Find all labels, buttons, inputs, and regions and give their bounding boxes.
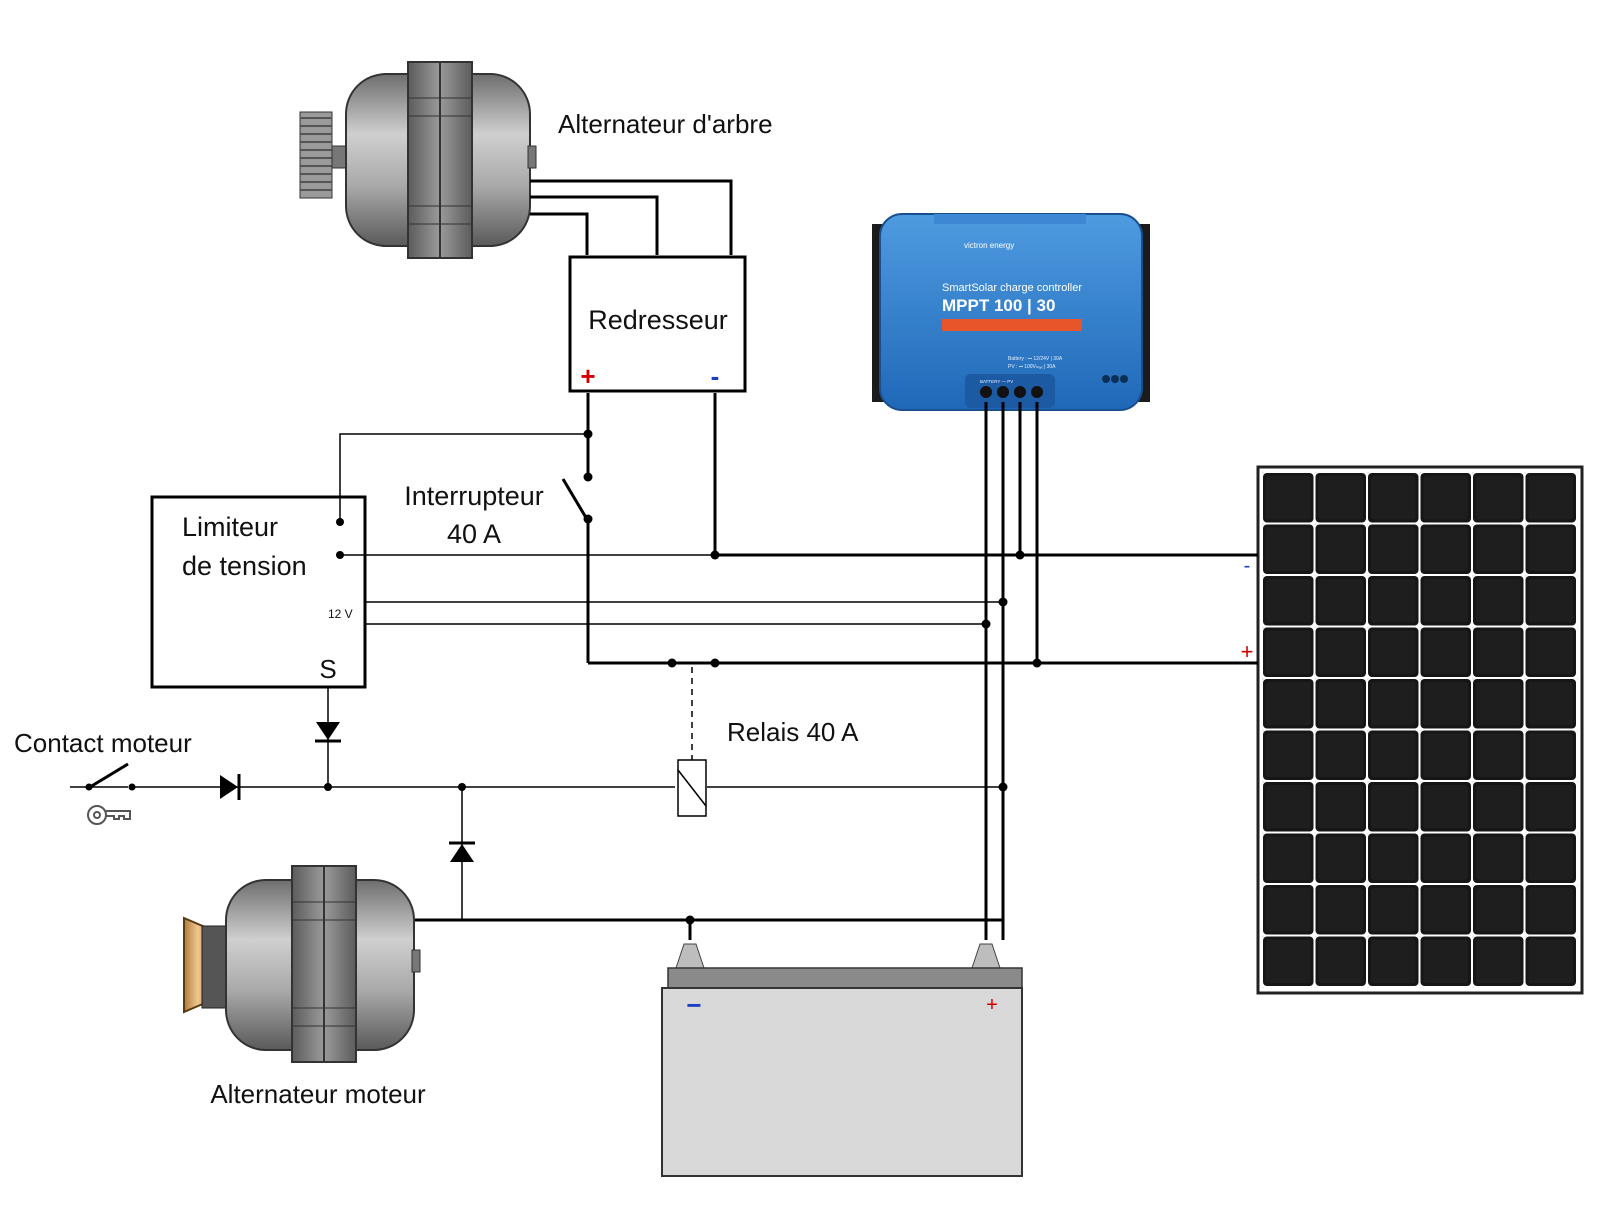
relay-label: Relais 40 A xyxy=(727,717,859,747)
shaft-alternator xyxy=(299,61,537,259)
solar-panel xyxy=(1256,465,1584,995)
alternator-excitation-diode xyxy=(450,844,474,862)
relay-coil xyxy=(677,667,707,817)
ignition-diode xyxy=(220,775,238,799)
interrupter-label-line2: 40 A xyxy=(447,519,501,549)
shaft-alternator-label: Alternateur d'arbre xyxy=(558,109,773,139)
key-icon xyxy=(87,805,131,825)
mppt-controller xyxy=(872,213,1150,411)
mppt-terminals-label: BATTERY — PV xyxy=(980,379,1013,384)
voltage-limiter-box xyxy=(150,495,367,689)
three-phase-wires xyxy=(530,179,733,255)
mppt-product-name: SmartSolar charge controller xyxy=(942,282,1082,294)
battery-minus-terminal: − xyxy=(686,990,701,1020)
limiter-12v-terminal-label: 12 V xyxy=(328,607,353,621)
panel-plus-terminal: + xyxy=(1241,639,1254,664)
mppt-model: MPPT 100 | 30 xyxy=(942,296,1055,315)
limiter-label-line1: Limiteur xyxy=(182,512,278,542)
ignition-label: Contact moteur xyxy=(14,728,192,758)
battery xyxy=(661,943,1023,1177)
rectifier-minus-terminal: - xyxy=(711,361,720,391)
interrupter-label-line1: Interrupteur xyxy=(404,481,544,511)
battery-plus-terminal: + xyxy=(986,994,998,1016)
ignition-switch[interactable] xyxy=(85,762,136,791)
junction-dots xyxy=(324,429,1042,925)
mppt-pv-rating: PV : ⎓ 100Vₘₐₓ | 30A xyxy=(1008,364,1056,370)
mppt-battery-rating: Battery : ⎓ 12/24V | 30A xyxy=(1008,356,1063,362)
panel-minus-terminal: - xyxy=(1244,555,1251,577)
engine-alternator xyxy=(183,865,421,1063)
limiter-label-line2: de tension xyxy=(182,551,307,581)
mppt-brand: victron energy xyxy=(964,241,1014,250)
limiter-output-diode xyxy=(316,722,340,740)
rectifier-plus-terminal: + xyxy=(580,361,595,391)
rectifier-box xyxy=(568,255,747,393)
engine-alternator-label: Alternateur moteur xyxy=(210,1079,426,1109)
rectifier-label: Redresseur xyxy=(588,305,728,335)
interrupter-switch-blade[interactable] xyxy=(561,478,590,522)
main-wiring xyxy=(415,393,1258,940)
limiter-s-terminal-label: S xyxy=(319,654,336,684)
